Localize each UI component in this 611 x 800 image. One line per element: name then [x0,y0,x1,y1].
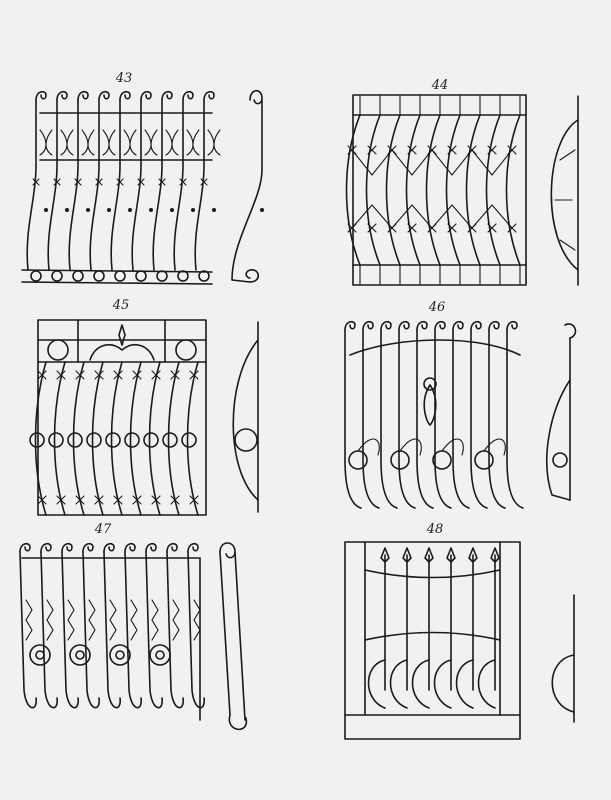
figure-44-grille [345,94,527,286]
figure-47-side-profile [219,542,248,731]
figure-46-grille [344,320,524,509]
figure-48-label: 48 [426,522,444,537]
figure-45-grille [29,319,207,516]
figure-46-label: 46 [428,300,446,315]
figure-47-label: 47 [94,522,112,537]
figure-43-grille [21,90,221,285]
figure-43-side-profile [231,89,264,283]
figure-44-label: 44 [431,78,449,93]
figure-48-side-profile [551,594,575,723]
figure-43-label: 43 [115,71,133,86]
figure-44-side-profile [550,95,579,286]
figure-47-grille [19,542,205,721]
figure-45-label: 45 [112,298,130,313]
figure-46-side-profile [546,323,577,501]
figure-48-grille [344,541,521,740]
figure-45-side-profile [232,321,259,513]
